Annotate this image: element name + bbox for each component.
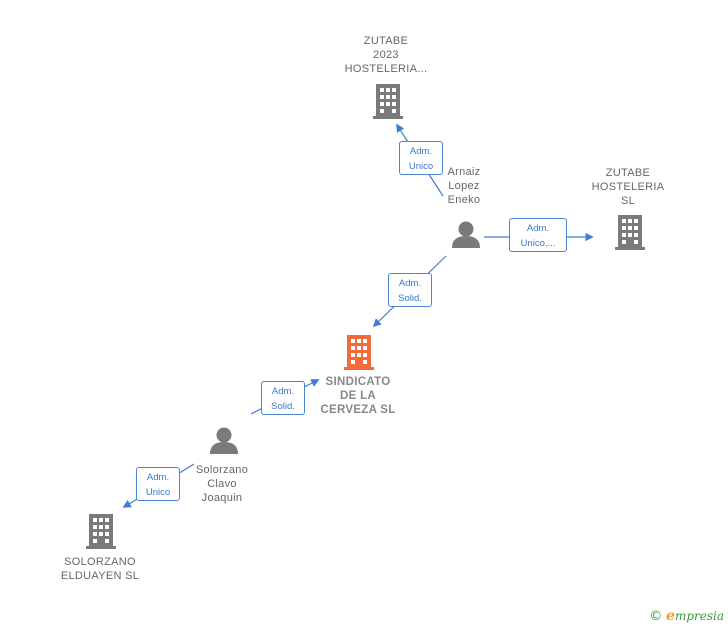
node-label-solorzano-company[interactable]: SOLORZANO ELDUAYEN SL xyxy=(60,556,140,582)
node-label-solorzano-person[interactable]: Solorzano Clavo Joaquin xyxy=(195,464,249,504)
edge-label-box[interactable]: Adm. Unico xyxy=(399,141,443,175)
edge-lines xyxy=(122,123,594,508)
node-label-zutabe[interactable]: ZUTABE HOSTELERIA SL xyxy=(591,167,665,207)
node-label-arnaiz[interactable]: Arnaiz Lopez Eneko xyxy=(447,166,481,206)
person-icon[interactable] xyxy=(452,221,480,249)
edge-label-box[interactable]: Adm. Unico,... xyxy=(509,218,567,252)
person-icon[interactable] xyxy=(210,427,238,455)
building-icon[interactable] xyxy=(373,84,403,119)
building-icon[interactable] xyxy=(344,335,374,370)
brand-initial: e xyxy=(666,608,675,624)
node-label-zutabe-2023[interactable]: ZUTABE 2023 HOSTELERIA... xyxy=(344,35,428,75)
edge-label-box[interactable]: Adm. Solid. xyxy=(388,273,432,307)
node-label-sindicato[interactable]: SINDICATO DE LA CERVEZA SL xyxy=(320,376,396,416)
building-icon[interactable] xyxy=(615,215,645,250)
brand-name: mpresia xyxy=(674,609,724,623)
brand-watermark: © empresia xyxy=(649,608,724,624)
copyright-symbol: © xyxy=(649,609,663,624)
building-icon[interactable] xyxy=(86,514,116,549)
edge-label-box[interactable]: Adm. Unico xyxy=(136,467,180,501)
edge-label-box[interactable]: Adm. Solid. xyxy=(261,381,305,415)
